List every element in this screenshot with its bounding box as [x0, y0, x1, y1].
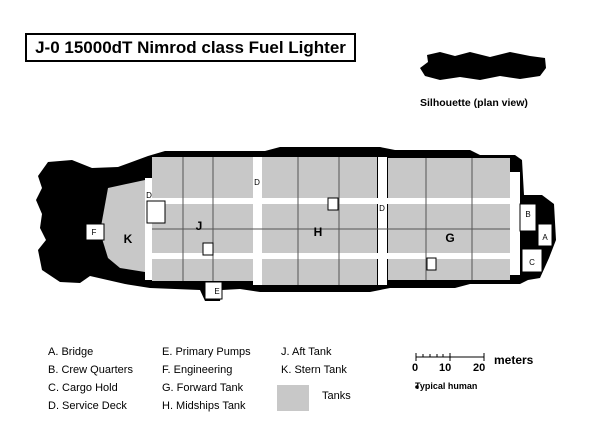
legend-item-b: B. Crew Quarters — [48, 364, 133, 376]
tanks-swatch — [277, 385, 309, 411]
legend-item-c: C. Cargo Hold — [48, 382, 118, 394]
scale-tick-10: 10 — [439, 362, 452, 374]
legend-item-f: F. Engineering — [162, 364, 233, 376]
scale-tick-0: 0 — [412, 362, 419, 374]
diagram-title: J-0 15000dT Nimrod class Fuel Lighter — [35, 37, 346, 57]
legend-item-g: G. Forward Tank — [162, 382, 244, 394]
legend-item-h: H. Midships Tank — [162, 400, 246, 412]
deck-details — [202, 197, 437, 271]
room-label-a: A — [542, 233, 548, 242]
legend-item-k: K. Stern Tank — [281, 364, 347, 376]
silhouette-label: Silhouette (plan view) — [420, 97, 528, 109]
room-label-j: J — [196, 219, 203, 233]
tank-g — [388, 158, 510, 280]
tank-k — [100, 180, 145, 272]
room-label-b: B — [525, 210, 530, 219]
legend-item-d: D. Service Deck — [48, 400, 127, 412]
room-label-d-stern: D — [146, 191, 152, 200]
human-icon — [415, 385, 419, 389]
legend-item-a: A. Bridge — [48, 346, 94, 358]
legend-item-j: J. Aft Tank — [281, 346, 332, 358]
legend-item-e: E. Primary Pumps — [162, 346, 251, 358]
room-label-d-aft: D — [254, 178, 260, 187]
scale-bar — [415, 353, 485, 361]
scale-unit-label: meters — [494, 353, 534, 367]
title-box: J-0 15000dT Nimrod class Fuel Lighter — [25, 33, 356, 62]
structure-lines — [152, 157, 510, 285]
room-label-k: K — [124, 232, 133, 246]
stern-compartments — [85, 200, 223, 300]
tanks-label: Tanks — [322, 390, 351, 402]
silhouette — [420, 52, 546, 80]
room-label-f: F — [92, 228, 97, 237]
room-label-h: H — [314, 225, 323, 239]
room-label-d-mid: D — [379, 204, 385, 213]
scale-tick-20: 20 — [473, 362, 486, 374]
bow-compartments — [519, 203, 553, 273]
human-label: Typical human — [415, 381, 478, 391]
room-label-c: C — [529, 258, 535, 267]
tank-h — [262, 157, 377, 285]
room-label-e: E — [214, 287, 219, 296]
tank-j — [152, 157, 253, 281]
room-label-g: G — [445, 231, 454, 245]
